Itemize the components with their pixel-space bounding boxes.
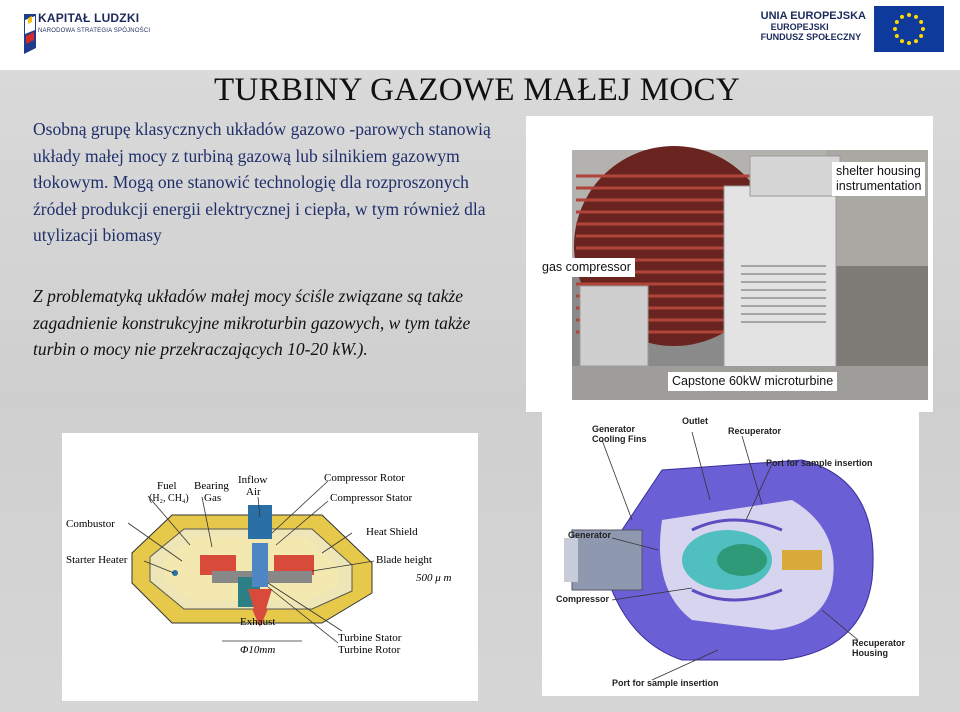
label-compressor-stator: Compressor Stator xyxy=(330,492,413,504)
eu-star-icon xyxy=(894,34,899,38)
label-combustor: Combustor xyxy=(66,518,115,530)
label-recuperator-housing-2: Housing xyxy=(852,648,888,658)
microturbine-cutaway-diagram: Generator Cooling Fins Outlet Recuperato… xyxy=(542,410,919,696)
label-recuperator: Recuperator xyxy=(728,426,782,436)
eu-star-icon xyxy=(894,20,899,24)
eu-line-fund: FUNDUSZ SPOŁECZNY xyxy=(760,32,862,42)
eu-star-icon xyxy=(921,27,925,31)
label-port-bottom: Port for sample insertion xyxy=(612,678,719,688)
label-air: Air xyxy=(246,486,261,498)
eu-line-european: EUROPEJSKI xyxy=(770,22,829,32)
label-exhaust: Exhaust xyxy=(240,616,275,628)
eu-star-icon xyxy=(919,20,924,24)
micro-gas-turbine-cross-section: Fuel (H₂, CH₄) Bearing Gas Inflow Air Co… xyxy=(62,433,478,701)
paragraph-microturbines: Z problematyką układów małej mocy ściśle… xyxy=(33,286,471,359)
label-blade-height: Blade height xyxy=(376,554,432,566)
paragraph-intro: Osobną grupę klasycznych układów gazowo … xyxy=(33,119,491,245)
eu-star-icon xyxy=(893,27,897,31)
header-bar: KAPITAŁ LUDZKI NARODOWA STRATEGIA SPÓJNO… xyxy=(0,0,960,70)
label-bearing-gas: Gas xyxy=(204,492,221,504)
label-turbine-rotor: Turbine Rotor xyxy=(338,644,401,656)
callout-capstone: Capstone 60kW microturbine xyxy=(668,372,838,391)
kapital-ludzki-logo-icon xyxy=(24,14,36,54)
label-blade-value: 500 μ m xyxy=(416,572,452,584)
callout-gas-compressor: gas compressor xyxy=(538,258,635,277)
eu-star-icon xyxy=(900,14,904,19)
label-compressor-rotor: Compressor Rotor xyxy=(324,472,405,484)
eu-line-union: UNIA EUROPEJSKA xyxy=(760,10,866,22)
label-outlet: Outlet xyxy=(682,416,708,426)
label-recuperator-housing-1: Recuperator xyxy=(852,638,906,648)
eu-star-icon xyxy=(914,39,918,44)
label-diameter: Φ10mm xyxy=(240,644,275,656)
label-bearing: Bearing xyxy=(194,480,229,492)
label-port-top: Port for sample insertion xyxy=(766,458,873,468)
callout-shelter-line1: shelter housing xyxy=(836,164,921,178)
eu-star-icon xyxy=(900,39,904,44)
cutaway-drawing: Generator Cooling Fins Outlet Recuperato… xyxy=(542,410,919,696)
callout-shelter-line2: instrumentation xyxy=(836,179,922,193)
label-heat-shield: Heat Shield xyxy=(366,526,418,538)
label-generator-fins-2: Cooling Fins xyxy=(592,434,647,444)
kapital-ludzki-subtitle: NARODOWA STRATEGIA SPÓJNOŚCI xyxy=(38,28,151,34)
microturbine-photo: shelter housing instrumentation gas comp… xyxy=(526,116,933,412)
label-inflow: Inflow xyxy=(238,474,267,486)
eu-logo-text: UNIA EUROPEJSKA EUROPEJSKI FUNDUSZ SPOŁE… xyxy=(761,10,866,42)
label-starter-heater: Starter Heater xyxy=(66,554,128,566)
eu-star-icon xyxy=(907,13,911,17)
label-generator-fins-1: Generator xyxy=(592,424,636,434)
label-compressor: Compressor xyxy=(556,594,610,604)
callout-shelter-housing: shelter housing instrumentation xyxy=(832,162,926,196)
kapital-ludzki-title: KAPITAŁ LUDZKI xyxy=(38,11,140,25)
label-turbine-stator: Turbine Stator xyxy=(338,632,402,644)
eu-star-icon xyxy=(907,41,911,45)
label-generator: Generator xyxy=(568,530,612,540)
eu-star-icon xyxy=(914,14,918,19)
eu-star-icon xyxy=(919,34,924,38)
cross-section-drawing: Fuel (H₂, CH₄) Bearing Gas Inflow Air Co… xyxy=(62,433,478,701)
label-fuel: Fuel xyxy=(157,480,177,492)
slide-title: TURBINY GAZOWE MAŁEJ MOCY xyxy=(214,72,740,108)
label-fuel-sub: (H₂, CH₄) xyxy=(149,493,189,504)
eu-flag-icon xyxy=(874,6,944,52)
